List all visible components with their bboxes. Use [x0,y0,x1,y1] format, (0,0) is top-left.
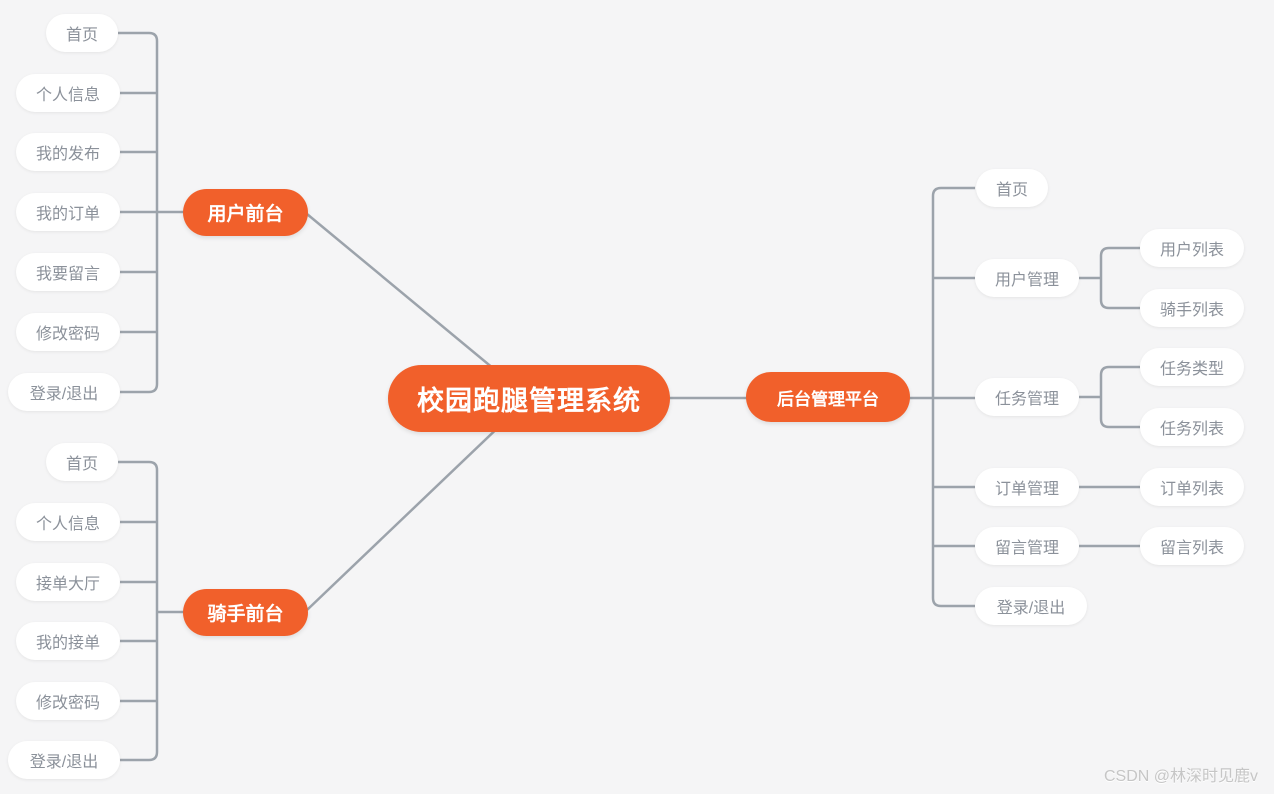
node-admin-home[interactable]: 首页 [976,169,1048,207]
node-admin-message-mgmt[interactable]: 留言管理 [975,527,1079,565]
node-user-my-orders[interactable]: 我的订单 [16,193,120,231]
node-admin-order-mgmt[interactable]: 订单管理 [975,468,1079,506]
node-user-front[interactable]: 用户前台 [183,189,308,236]
node-rider-front[interactable]: 骑手前台 [183,589,308,636]
node-admin-order-list[interactable]: 订单列表 [1140,468,1244,506]
node-rider-change-password[interactable]: 修改密码 [16,682,120,720]
node-user-profile[interactable]: 个人信息 [16,74,120,112]
node-admin-platform[interactable]: 后台管理平台 [746,372,910,422]
node-admin-task-list[interactable]: 任务列表 [1140,408,1244,446]
node-user-my-posts[interactable]: 我的发布 [16,133,120,171]
node-rider-home[interactable]: 首页 [46,443,118,481]
node-root[interactable]: 校园跑腿管理系统 [388,365,670,432]
node-admin-task-mgmt[interactable]: 任务管理 [975,378,1079,416]
node-admin-user-mgmt[interactable]: 用户管理 [975,259,1079,297]
node-admin-rider-list[interactable]: 骑手列表 [1140,289,1244,327]
node-rider-my-orders[interactable]: 我的接单 [16,622,120,660]
watermark: CSDN @林深时见鹿v [1103,768,1258,785]
node-rider-profile[interactable]: 个人信息 [16,503,120,541]
node-admin-login-logout[interactable]: 登录/退出 [975,587,1087,625]
node-user-home[interactable]: 首页 [46,14,118,52]
node-user-change-password[interactable]: 修改密码 [16,313,120,351]
node-admin-message-list[interactable]: 留言列表 [1140,527,1244,565]
node-admin-user-list[interactable]: 用户列表 [1140,229,1244,267]
node-user-leave-message[interactable]: 我要留言 [16,253,120,291]
node-rider-login-logout[interactable]: 登录/退出 [8,741,120,779]
node-admin-task-type[interactable]: 任务类型 [1140,348,1244,386]
node-rider-order-hall[interactable]: 接单大厅 [16,563,120,601]
node-user-login-logout[interactable]: 登录/退出 [8,373,120,411]
